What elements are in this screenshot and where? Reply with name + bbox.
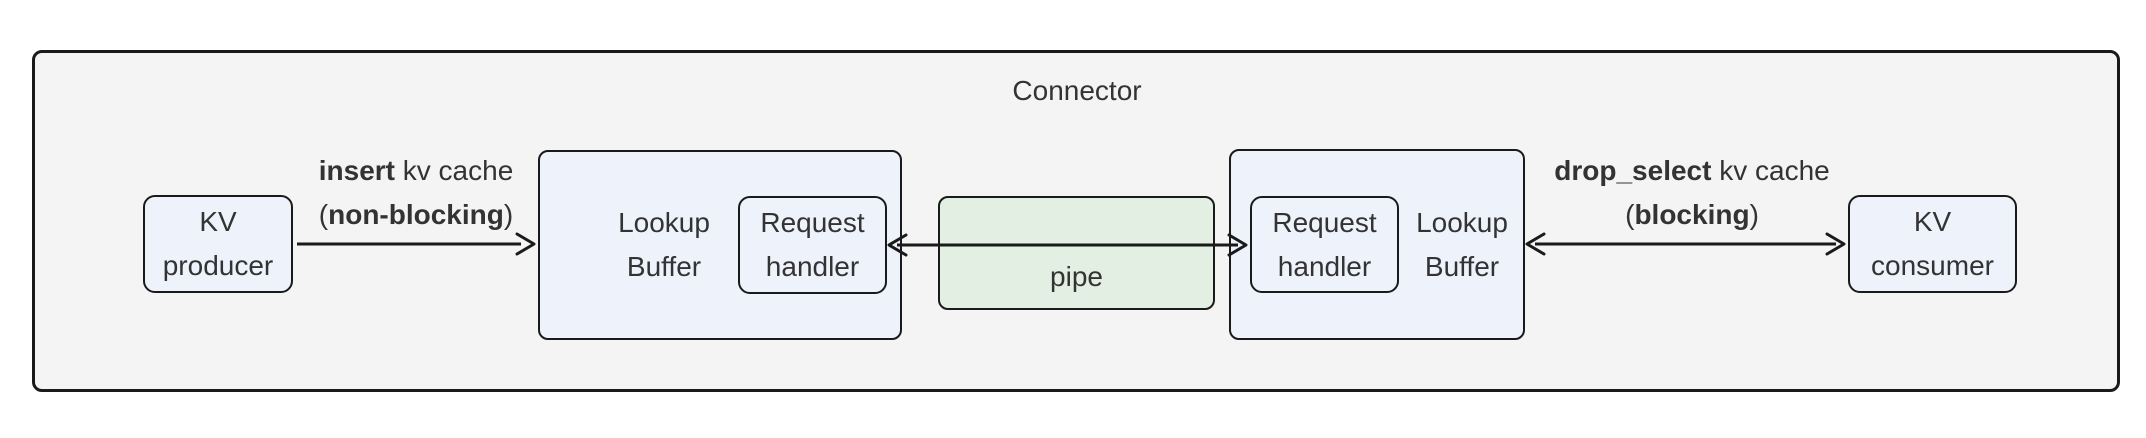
request-handler-right-label-line1: Request [1272,206,1377,238]
node-request-handler-right: Request handler [1250,196,1399,293]
node-request-handler-left: Request handler [738,196,887,294]
edge-label-drop-select-suffix: kv cache [1711,155,1830,186]
request-handler-right-label-line2: handler [1277,250,1372,282]
request-handler-left-label-line2: handler [765,251,860,282]
edge-label-drop-select-line2: (blocking) [1482,193,1902,237]
edge-label-insert-close-paren: ) [503,199,514,230]
lookup-buffer-left-label-line2: Buffer [626,251,702,282]
pipe-label: pipe [1050,261,1103,292]
edge-label-drop-select-open-paren: ( [1625,199,1635,230]
kv-consumer-label-line2: consumer [1871,250,1994,281]
edge-label-insert-mode: non-blocking [328,199,504,230]
edge-label-insert-open-paren: ( [318,199,329,230]
edge-label-insert-line2: (non-blocking) [206,193,626,237]
request-handler-left-label-line1: Request [760,207,865,238]
node-pipe [938,196,1215,310]
edge-label-drop-select-line1: drop_select kv cache [1482,149,1902,193]
edge-label-insert-method: insert [318,155,395,186]
edge-label-insert: insert kv cache (non-blocking) [206,149,626,237]
edge-label-drop-select-close-paren: ) [1749,199,1759,230]
node-kv-consumer: KV consumer [1848,195,2017,293]
lookup-buffer-right-label-line2: Buffer [1424,251,1500,282]
kv-producer-label-line2: producer [162,250,274,281]
lookup-buffer-left-label: Lookup Buffer [564,201,764,289]
edge-label-drop-select-mode: blocking [1634,199,1750,230]
kv-producer-label-line1: KV [199,206,237,237]
lookup-buffer-left-label-line1: Lookup [618,207,710,238]
node-kv-producer: KV producer [143,195,293,293]
kv-consumer-label-line1: KV [1913,206,1952,237]
lookup-buffer-right-label: Lookup Buffer [1362,201,1562,289]
lookup-buffer-right-label-line1: Lookup [1416,207,1508,238]
edge-label-insert-suffix: kv cache [394,155,514,186]
edge-label-drop-select-method: drop_select [1554,155,1712,186]
edge-label-drop-select: drop_select kv cache (blocking) [1482,149,1902,237]
edge-label-insert-line1: insert kv cache [206,149,626,193]
connector-title: Connector [1012,75,1142,106]
